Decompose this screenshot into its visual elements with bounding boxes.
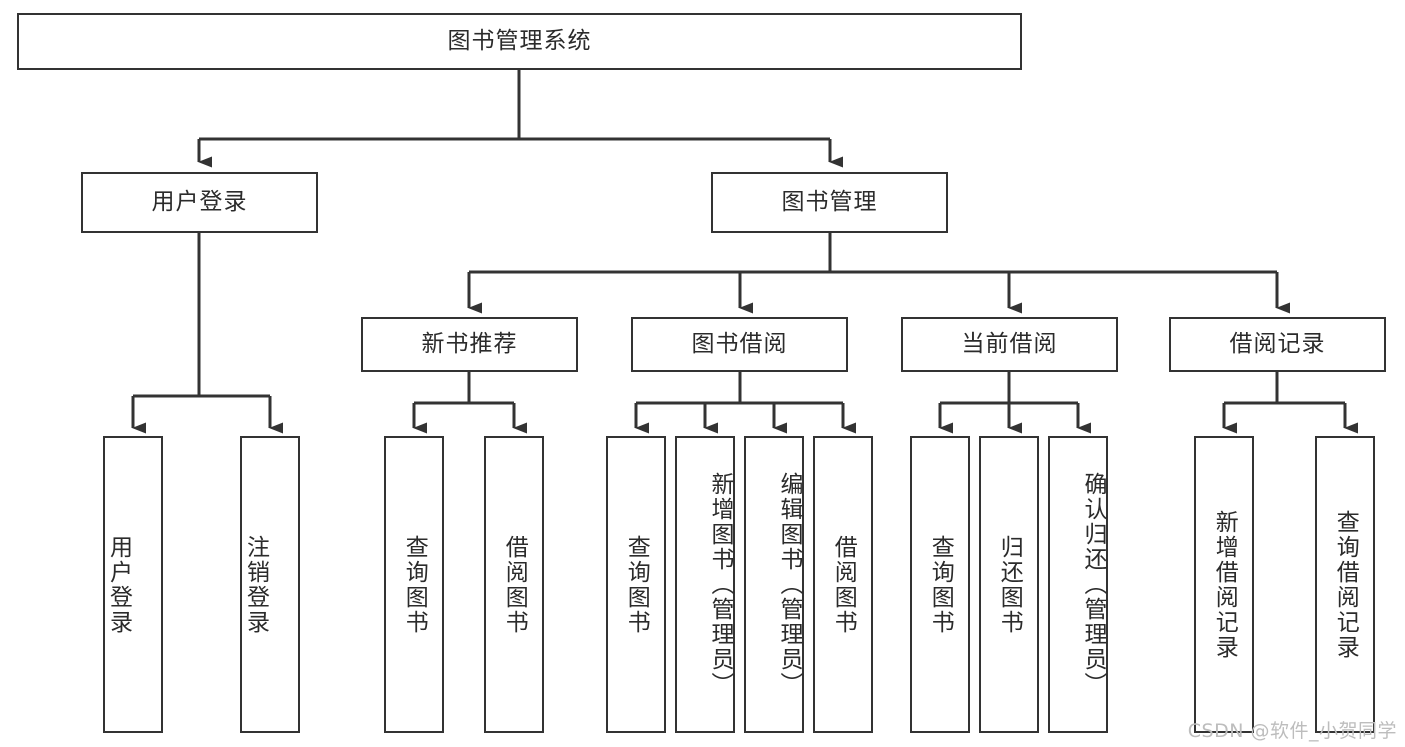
node-leaf-add-borrow-record-label: 新增借阅记录 xyxy=(1211,509,1238,660)
node-leaf-query-book-borrow[interactable]: 查询图书 xyxy=(606,436,666,733)
node-leaf-confirm-return-admin-label: 确认归还（管理员） xyxy=(1080,472,1106,697)
node-leaf-confirm-return-admin[interactable]: 确认归还（管理员） xyxy=(1048,436,1108,733)
node-leaf-add-book-admin-label: 新增图书（管理员） xyxy=(707,472,733,697)
node-new-book-recommend-label: 新书推荐 xyxy=(421,330,518,357)
node-leaf-borrow-book-newbook[interactable]: 借阅图书 xyxy=(484,436,544,733)
node-leaf-edit-book-admin[interactable]: 编辑图书（管理员） xyxy=(744,436,804,733)
node-book-borrow[interactable]: 图书借阅 xyxy=(631,317,848,372)
node-leaf-query-book-newbook-label: 查询图书 xyxy=(401,534,428,635)
node-user-login-label: 用户登录 xyxy=(151,188,248,215)
node-borrow-records-label: 借阅记录 xyxy=(1229,330,1326,357)
watermark: CSDN @软件_小贺同学 xyxy=(1187,720,1397,742)
node-leaf-query-borrow-record-label: 查询借阅记录 xyxy=(1332,509,1359,660)
node-leaf-user-login[interactable]: 用户登录 xyxy=(103,436,163,733)
node-borrow-records[interactable]: 借阅记录 xyxy=(1169,317,1386,372)
node-root-label: 图书管理系统 xyxy=(447,27,592,54)
node-leaf-borrow-book-borrow-label: 借阅图书 xyxy=(830,534,857,635)
node-root[interactable]: 图书管理系统 xyxy=(17,13,1022,70)
node-book-borrow-label: 图书借阅 xyxy=(691,330,788,357)
node-leaf-query-book-borrow-label: 查询图书 xyxy=(623,534,650,635)
node-leaf-query-book-newbook[interactable]: 查询图书 xyxy=(384,436,444,733)
node-leaf-return-book[interactable]: 归还图书 xyxy=(979,436,1039,733)
node-leaf-user-login-label: 用户登录 xyxy=(105,534,132,635)
node-leaf-query-borrow-record[interactable]: 查询借阅记录 xyxy=(1315,436,1375,733)
node-leaf-add-book-admin[interactable]: 新增图书（管理员） xyxy=(675,436,735,733)
node-leaf-query-book-current-label: 查询图书 xyxy=(927,534,954,635)
node-leaf-return-book-label: 归还图书 xyxy=(996,534,1023,635)
node-leaf-query-book-current[interactable]: 查询图书 xyxy=(910,436,970,733)
node-book-management[interactable]: 图书管理 xyxy=(711,172,948,233)
node-book-management-label: 图书管理 xyxy=(781,188,878,215)
node-leaf-add-borrow-record[interactable]: 新增借阅记录 xyxy=(1194,436,1254,733)
node-leaf-logout-label: 注销登录 xyxy=(242,534,269,635)
node-leaf-edit-book-admin-label: 编辑图书（管理员） xyxy=(776,472,802,697)
node-current-borrow[interactable]: 当前借阅 xyxy=(901,317,1118,372)
node-current-borrow-label: 当前借阅 xyxy=(961,330,1058,357)
node-new-book-recommend[interactable]: 新书推荐 xyxy=(361,317,578,372)
node-leaf-logout[interactable]: 注销登录 xyxy=(240,436,300,733)
node-user-login[interactable]: 用户登录 xyxy=(81,172,318,233)
node-leaf-borrow-book-newbook-label: 借阅图书 xyxy=(501,534,528,635)
node-leaf-borrow-book-borrow[interactable]: 借阅图书 xyxy=(813,436,873,733)
